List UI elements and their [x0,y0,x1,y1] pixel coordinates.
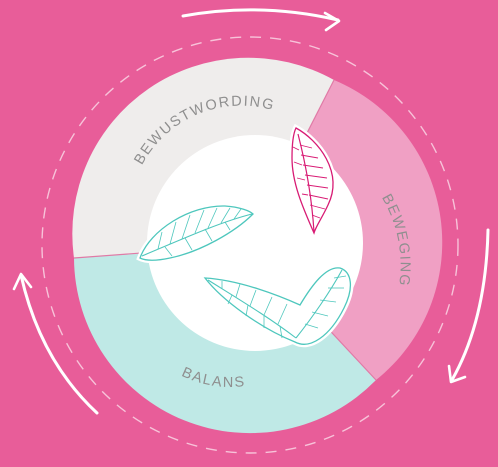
pink-leaf-icon [288,123,336,242]
cycle-arrow-icon [12,272,99,415]
cycle-arrow-icon [447,228,490,384]
dashed-orbit-ring [41,36,459,454]
cycle-arrow-icon [181,8,341,32]
teal-leaf-icon [136,202,258,264]
teal-leaf-icon [198,264,354,348]
